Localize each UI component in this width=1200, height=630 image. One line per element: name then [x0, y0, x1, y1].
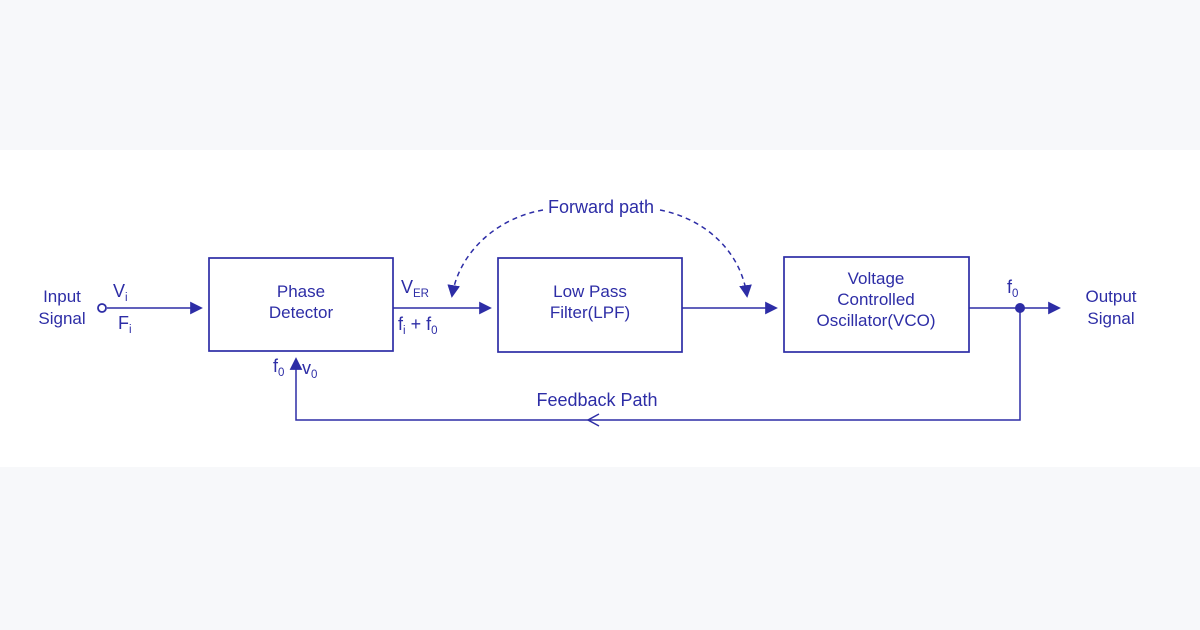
- output-frequency-symbol: f0: [1007, 277, 1019, 300]
- feedback-direction-arrow: [586, 413, 600, 427]
- output-signal-label: Output Signal: [1085, 287, 1137, 328]
- error-voltage-symbol: VER: [401, 277, 429, 300]
- vco-box: [783, 256, 970, 353]
- forward-path-arc-right: [659, 209, 752, 298]
- input-signal-label: Input Signal: [38, 287, 86, 328]
- input-terminal-circle: [97, 303, 107, 313]
- input-voltage-symbol: Vi: [113, 281, 128, 304]
- low-pass-filter-box: [497, 257, 683, 353]
- input-frequency-symbol: Fi: [118, 313, 132, 336]
- frequency-sum-symbol: fi + f0: [398, 314, 438, 337]
- forward-path-label: Forward path: [547, 197, 655, 217]
- feedback-frequency-symbol: f0: [273, 356, 285, 379]
- low-pass-filter-label: Low Pass Filter(LPF): [549, 282, 631, 322]
- phase-detector-box: [208, 257, 394, 352]
- phase-detector-label: Phase Detector: [268, 282, 334, 322]
- vco-label: Voltage Controlled Oscillator(VCO): [816, 269, 936, 330]
- feedback-loop-line: [289, 308, 1021, 421]
- feedback-path-label: Feedback Path: [536, 390, 658, 410]
- forward-path-arc-left: [447, 209, 544, 298]
- feedback-voltage-symbol: v0: [302, 358, 318, 381]
- bottom-margin-band: [0, 467, 1200, 630]
- top-margin-band: [0, 0, 1200, 150]
